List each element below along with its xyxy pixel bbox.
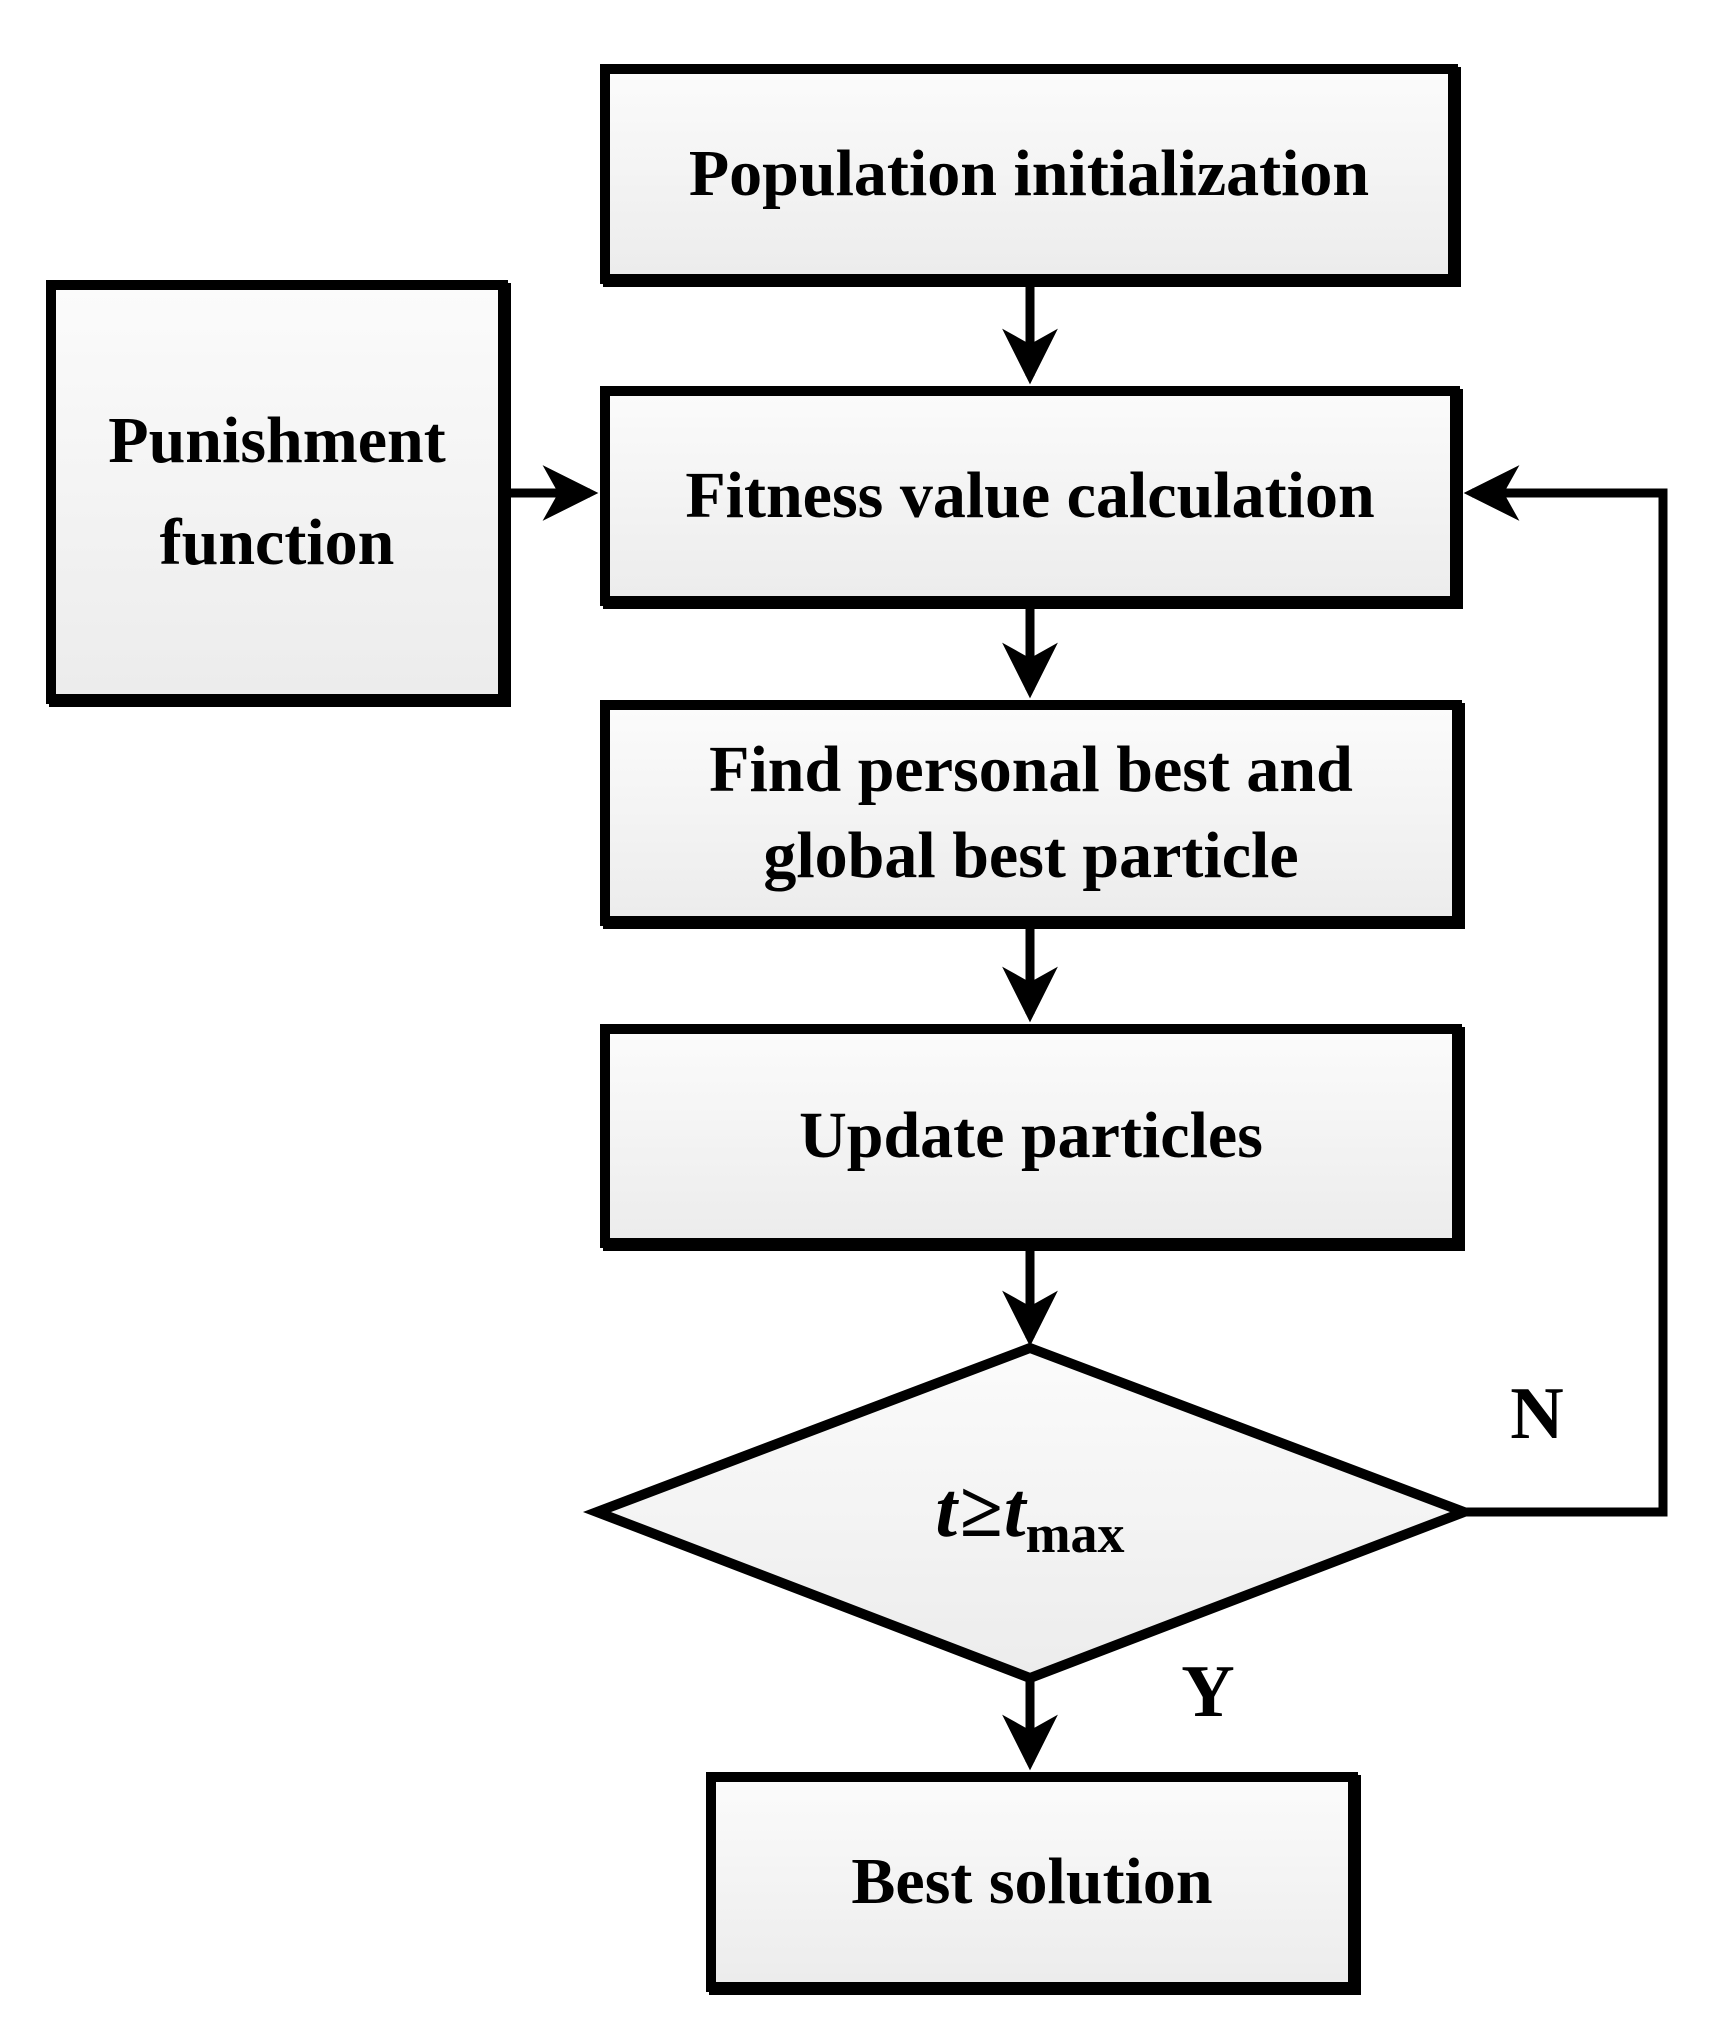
- node-label-line2: global best particle: [763, 819, 1299, 892]
- node-label: Fitness value calculation: [685, 459, 1375, 533]
- node-find-personal-global-best: Find personal best and global best parti…: [600, 700, 1462, 926]
- node-label: Update particles: [799, 1099, 1263, 1173]
- node-population-initialization: Population initialization: [600, 64, 1458, 284]
- node-punishment-function: Punishment function: [46, 280, 508, 704]
- decision-var-t2: t: [1003, 1466, 1026, 1553]
- node-update-particles: Update particles: [600, 1024, 1462, 1248]
- node-label-line1: Find personal best and: [709, 733, 1353, 807]
- edge-decision-to-fitness-no: [1460, 465, 1668, 1517]
- branch-label-no: N: [1510, 1372, 1564, 1455]
- decision-diamond: [582, 1342, 1479, 1684]
- decision-var-t: t: [935, 1466, 958, 1553]
- node-label: Population initialization: [688, 137, 1370, 211]
- node-best-solution: Best solution: [706, 1772, 1358, 1992]
- geq-operator: ≥: [959, 1466, 1002, 1553]
- node-fitness-value-calculation: Fitness value calculation: [600, 386, 1460, 606]
- node-label-line1: Punishment: [108, 403, 446, 477]
- node-label-line2: function: [159, 506, 395, 579]
- node-label: Best solution: [851, 1845, 1213, 1919]
- decision-subscript-max: max: [1025, 1504, 1125, 1564]
- branch-label-yes: Y: [1181, 1650, 1235, 1733]
